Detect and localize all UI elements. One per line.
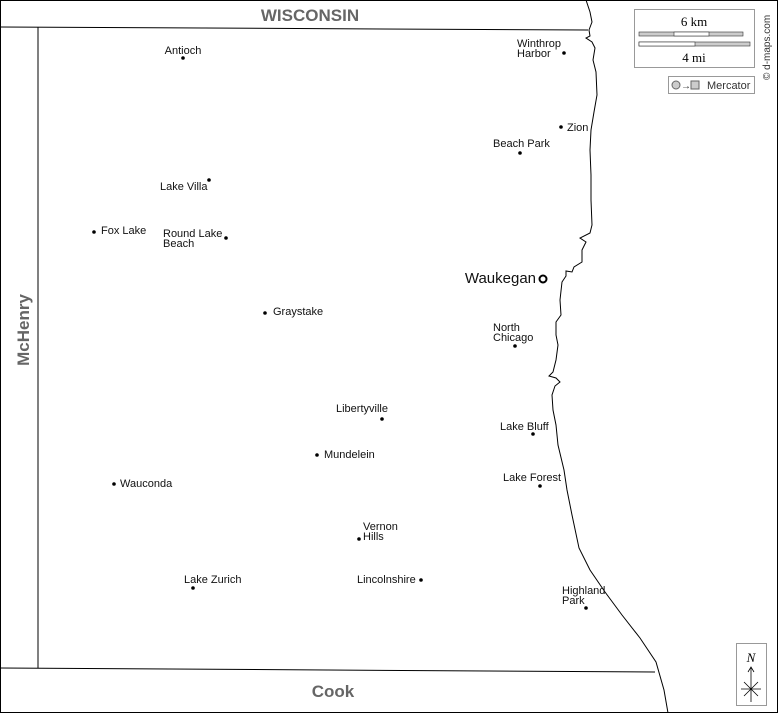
city-label: Hills (363, 531, 384, 543)
city-label: Mundelein (324, 449, 375, 461)
city-label: Lincolnshire (357, 574, 416, 586)
arrow-icon: → (681, 81, 691, 92)
city-label: Zion (567, 122, 588, 134)
city-dot-icon (531, 432, 535, 436)
city-dot-icon (419, 578, 423, 582)
city-label: Highland (562, 585, 605, 597)
city-beach-park: Beach Park (493, 138, 550, 155)
city-label: North (493, 322, 520, 334)
city-wauconda: Wauconda (112, 478, 173, 490)
square-map-icon (690, 80, 700, 90)
city-libertyville: Libertyville (336, 403, 388, 421)
city-dot-icon (315, 453, 319, 457)
city-graystake: Graystake (263, 306, 323, 318)
city-lake-forest: Lake Forest (503, 472, 561, 488)
scale-box: 6 km 4 mi (634, 9, 755, 68)
city-label: Lake Villa (160, 181, 208, 193)
county-seat-waukegan: Waukegan (465, 270, 548, 287)
city-label: Harbor (517, 48, 551, 60)
city-label: Wauconda (120, 478, 173, 490)
compass: N (736, 643, 767, 706)
city-lake-zurich: Lake Zurich (184, 574, 241, 590)
city-dot-icon (224, 236, 228, 240)
city-label: Lake Bluff (500, 421, 550, 433)
city-label: Beach (163, 238, 194, 250)
city-dot-icon (263, 311, 267, 315)
city-dot-icon (207, 178, 211, 182)
region-label-wisconsin: WISCONSIN (261, 6, 359, 25)
city-label: Lake Forest (503, 472, 561, 484)
city-label: Graystake (273, 306, 323, 318)
city-dot-icon (112, 482, 116, 486)
city-label: Winthrop (517, 38, 561, 50)
city-dot-icon (380, 417, 384, 421)
lake-michigan-shoreline (548, 0, 669, 713)
city-dot-icon (559, 125, 563, 129)
scale-mi-label: 4 mi (682, 50, 706, 65)
city-label: Beach Park (493, 138, 550, 150)
wisconsin-border (0, 26, 589, 31)
region-label-mchenry: McHenry (14, 294, 33, 366)
city-lincolnshire: Lincolnshire (357, 574, 423, 586)
globe-icon (671, 80, 681, 90)
city-lake-villa: Lake Villa (160, 178, 211, 193)
city-label: Fox Lake (101, 225, 146, 237)
compass-north-label: N (746, 650, 757, 665)
cook-border (0, 667, 656, 673)
city-dot-icon (538, 484, 542, 488)
city-dot-icon (191, 586, 195, 590)
city-dot-icon (562, 51, 566, 55)
city-dot-icon (513, 344, 517, 348)
scale-km-label: 6 km (681, 14, 707, 29)
city-mundelein: Mundelein (315, 449, 375, 461)
city-label: Lake Zurich (184, 574, 241, 586)
capital-marker-icon (538, 274, 548, 284)
city-dot-icon (181, 56, 185, 60)
city-dot-icon (357, 537, 361, 541)
city-dot-icon (92, 230, 96, 234)
compass-rose-icon (741, 666, 761, 702)
city-label: Antioch (165, 45, 202, 57)
city-lake-bluff: Lake Bluff (500, 421, 550, 436)
projection-box: → Mercator (668, 76, 755, 94)
city-label: Chicago (493, 332, 533, 344)
city-label: Libertyville (336, 403, 388, 415)
city-antioch: Antioch (165, 45, 202, 60)
city-zion: Zion (559, 122, 588, 134)
projection-label: Mercator (707, 80, 751, 92)
city-label: Round Lake (163, 228, 222, 240)
city-label: Waukegan (465, 270, 536, 287)
credit-label: © d-maps.com (762, 15, 773, 80)
city-fox-lake: Fox Lake (92, 225, 146, 237)
city-dot-icon (518, 151, 522, 155)
city-label: Vernon (363, 521, 398, 533)
city-label: Park (562, 595, 585, 607)
city-dot-icon (584, 606, 588, 610)
region-label-cook: Cook (312, 682, 355, 701)
